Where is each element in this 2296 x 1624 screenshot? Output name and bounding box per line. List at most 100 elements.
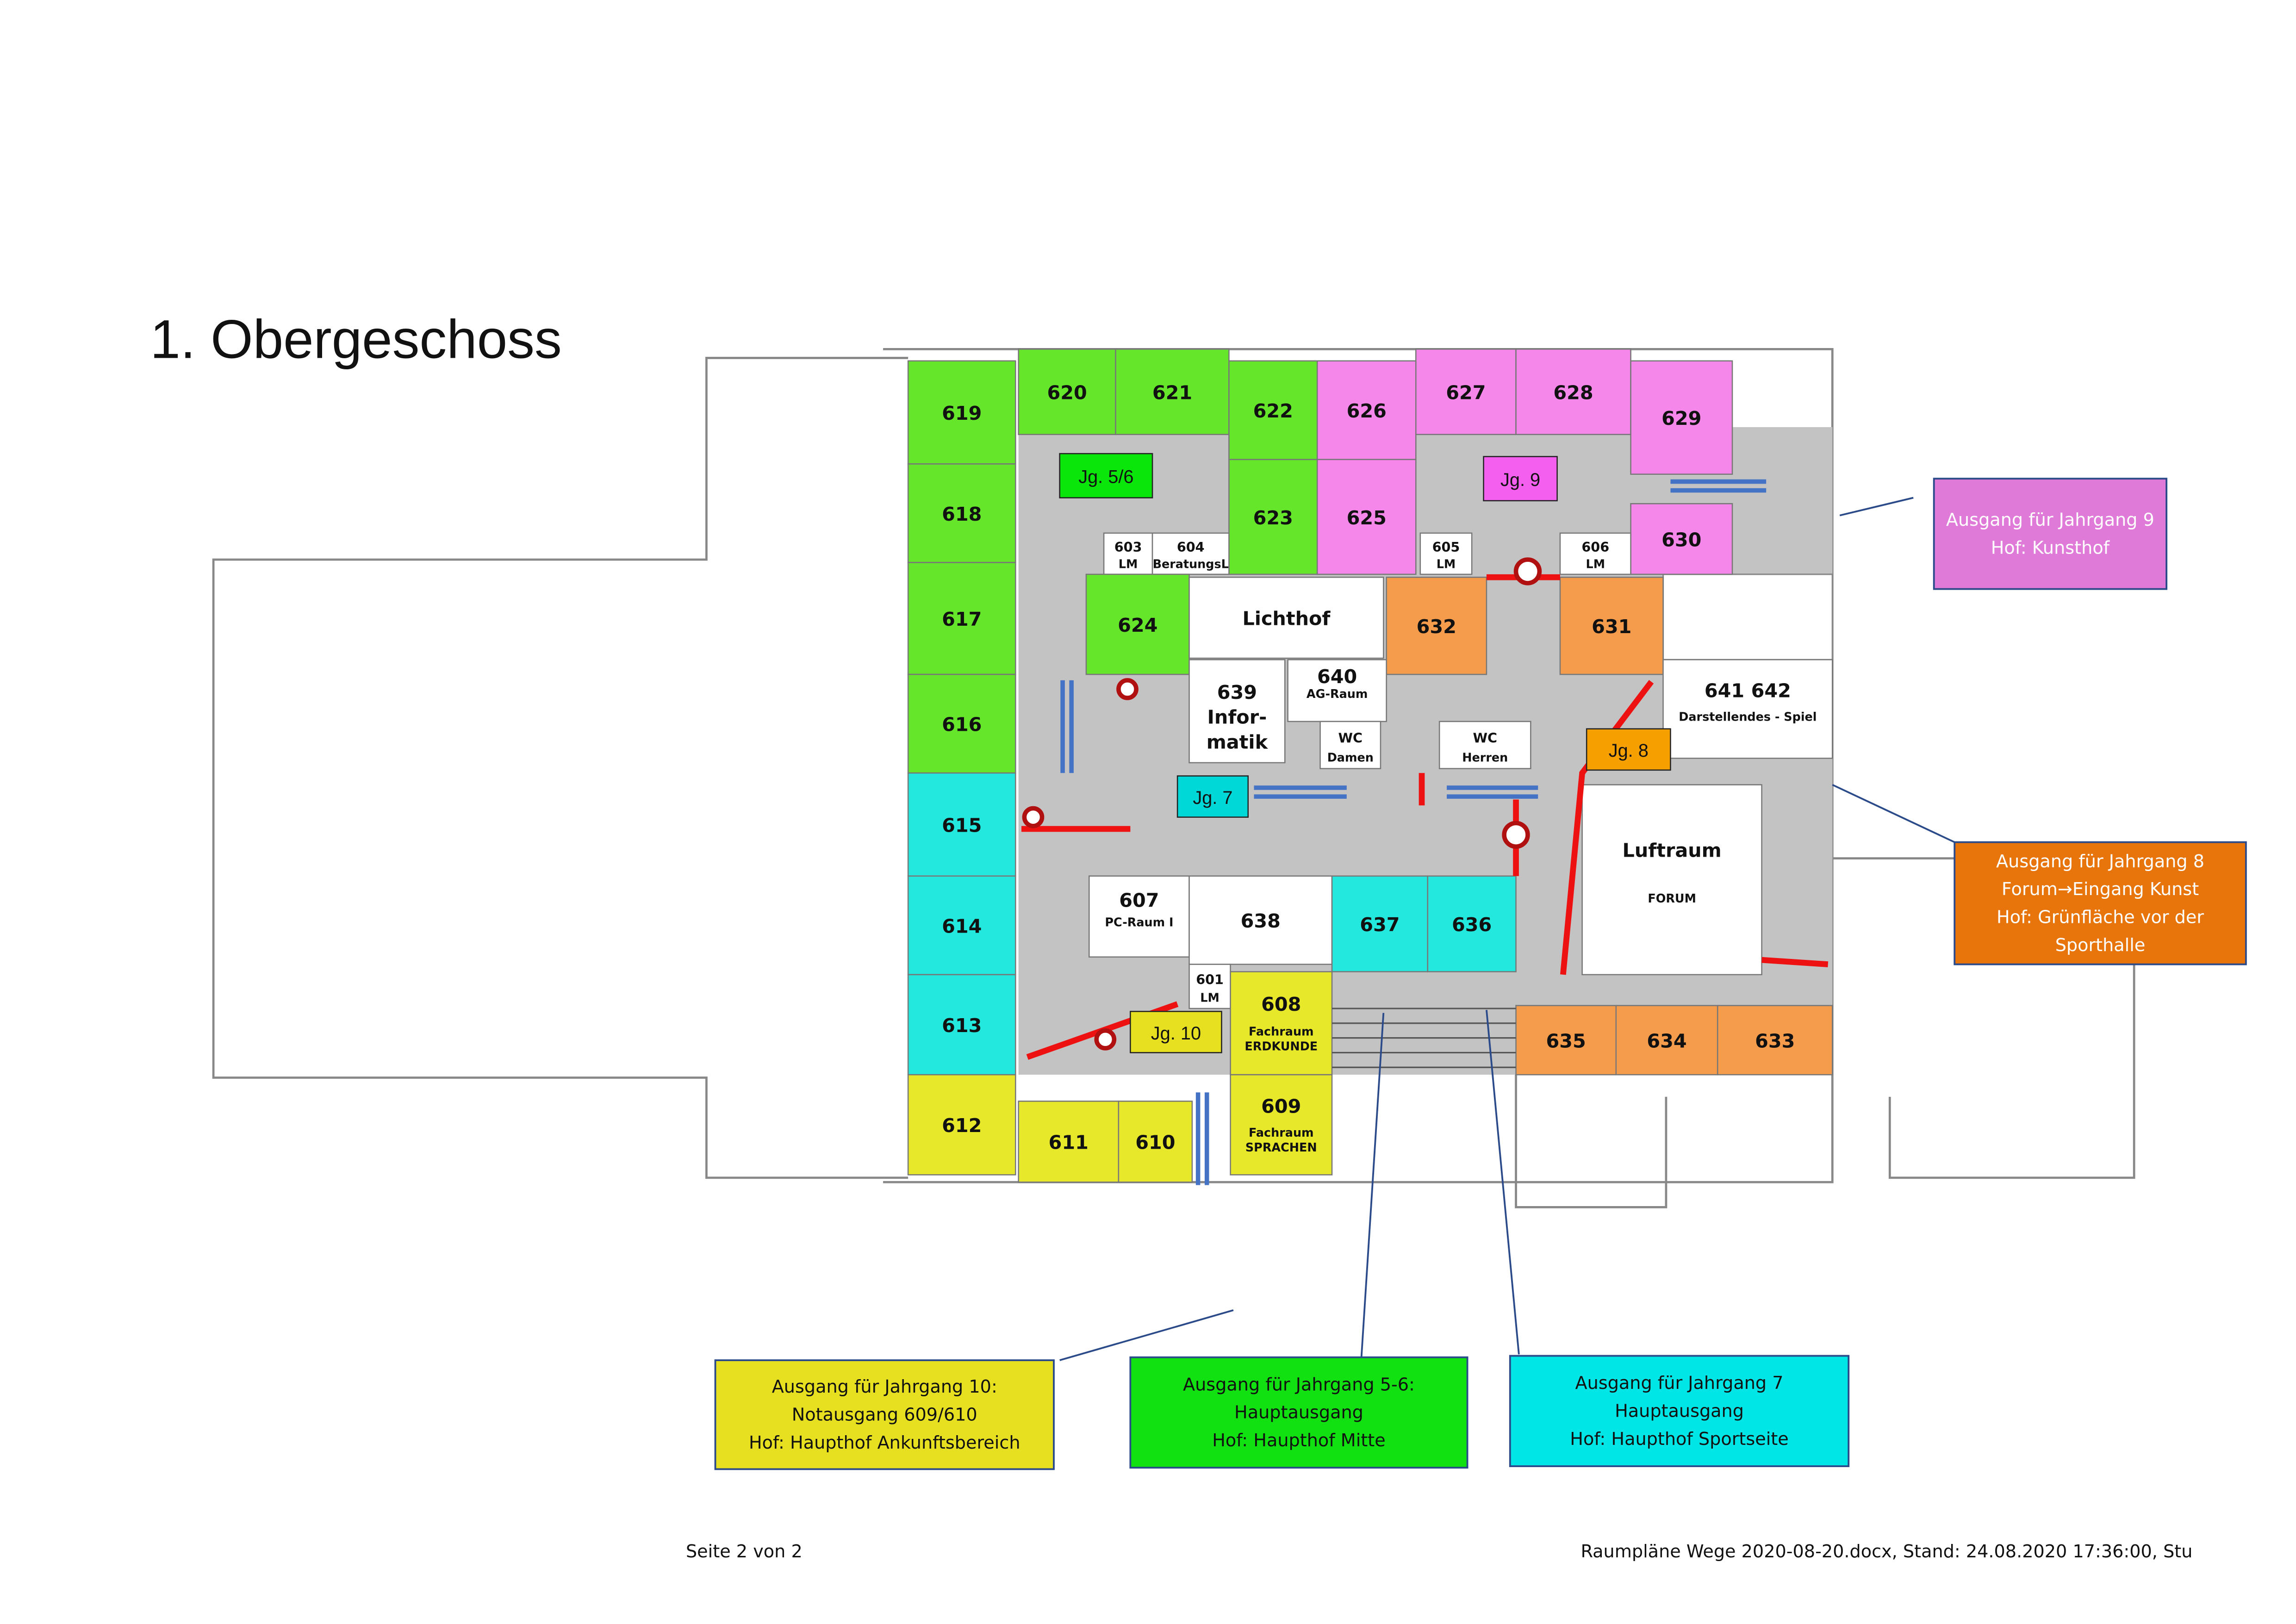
room-number: 601 (1196, 972, 1224, 988)
room-615: 615 (907, 772, 1016, 877)
room-632: 632 (1386, 576, 1487, 675)
page-title: 1. Obergeschoss (150, 308, 561, 369)
stairs (1332, 1008, 1516, 1068)
room-area (1018, 1101, 1120, 1183)
exit-marker (1502, 821, 1530, 849)
room-description: LM (1119, 557, 1138, 571)
room-638: 638 (1188, 875, 1333, 965)
exit-marker (1116, 678, 1139, 700)
room-area (1089, 875, 1190, 958)
room-number: 615 (942, 814, 982, 836)
callout-line: Ausgang für Jahrgang 10: (772, 1376, 997, 1397)
room-number: 641 642 (1705, 679, 1791, 702)
room-number: 628 (1553, 381, 1593, 404)
room-623: 623 (1228, 459, 1318, 575)
room-area (907, 463, 1016, 563)
exit-marker (1022, 806, 1045, 828)
callout-line: Ausgang für Jahrgang 7 (1575, 1373, 1784, 1393)
year-group-label: Jg. 9 (1483, 456, 1558, 502)
room-number: 623 (1253, 507, 1293, 529)
room-area (1316, 360, 1417, 460)
room-637: 637 (1331, 875, 1428, 972)
room-area (1559, 532, 1631, 575)
svg-text:Jg. 9: Jg. 9 (1500, 470, 1540, 490)
room-number: 608 (1261, 993, 1301, 1015)
room-area (1438, 721, 1531, 769)
room-description: LM (1586, 557, 1605, 571)
room-area (1331, 875, 1428, 972)
room-number: 609 (1261, 1095, 1301, 1117)
room-number: WC (1338, 730, 1363, 746)
room-630: 630 (1630, 503, 1733, 575)
room-area (1230, 1074, 1333, 1176)
room-612: 612 (907, 1074, 1016, 1176)
callout-line: Hof: Haupthof Ankunftsbereich (749, 1432, 1020, 1453)
room-number: 625 (1347, 507, 1387, 529)
room-626: 626 (1316, 360, 1417, 460)
room-description: BeratungsL (1153, 557, 1229, 571)
room-number: 627 (1446, 381, 1486, 404)
room-description: Infor-matik (1207, 706, 1269, 753)
room-number: 624 (1118, 614, 1157, 636)
room-number: 606 (1581, 539, 1609, 555)
room-area (1717, 1005, 1833, 1076)
room-610: 610 (1118, 1101, 1193, 1183)
room-number: 619 (942, 402, 982, 424)
room-area (907, 875, 1016, 976)
exit-markers (1022, 557, 1542, 1051)
room-area (1581, 784, 1762, 976)
room-number: 607 (1119, 889, 1159, 911)
callout-line: Ausgang für Jahrgang 5-6: (1183, 1374, 1415, 1394)
year-group-label: Jg. 8 (1586, 728, 1671, 771)
room-area (1188, 875, 1333, 965)
room-613: 613 (907, 974, 1016, 1076)
room-number: Luftraum (1623, 840, 1722, 862)
svg-text:Jg. 7: Jg. 7 (1193, 788, 1232, 808)
room-number: 614 (942, 915, 982, 937)
room-number: 638 (1241, 910, 1281, 932)
room-area (1415, 348, 1517, 436)
escape-routes (1021, 574, 1829, 1060)
room-number: 622 (1253, 400, 1293, 422)
room-area (1615, 1005, 1718, 1076)
room-614: 614 (907, 875, 1016, 976)
room-area (907, 562, 1016, 675)
room-625: 625 (1316, 459, 1417, 575)
room-number: 604 (1177, 539, 1205, 555)
room-624: 624 (1085, 573, 1190, 675)
room-area (1018, 348, 1116, 436)
room-633: 633 (1717, 1005, 1833, 1076)
room-area (1188, 964, 1231, 1009)
room-area (1515, 1005, 1617, 1076)
room-634: 634 (1615, 1005, 1718, 1076)
room-description: LM (1200, 991, 1220, 1005)
room-area (1630, 360, 1733, 475)
room-627: 627 (1415, 348, 1517, 436)
year-group-label: Jg. 10 (1130, 1011, 1222, 1053)
room-description: Damen (1327, 750, 1374, 764)
room-number: 633 (1755, 1030, 1795, 1052)
room-number: 635 (1546, 1030, 1586, 1052)
room-number: 630 (1661, 529, 1701, 551)
room-number: 632 (1417, 616, 1456, 638)
room-611: 611 (1018, 1101, 1120, 1183)
callout-line: Ausgang für Jahrgang 9 (1946, 510, 2154, 530)
year-group-label: Jg. 7 (1176, 775, 1249, 818)
room-area (1386, 576, 1487, 675)
room-area (907, 974, 1016, 1076)
room-number: 612 (942, 1114, 982, 1137)
footer-page-number: Seite 2 von 2 (686, 1541, 803, 1562)
room-number: 639 (1217, 681, 1257, 703)
room-number: 616 (942, 714, 982, 736)
room-description: LM (1437, 557, 1456, 571)
